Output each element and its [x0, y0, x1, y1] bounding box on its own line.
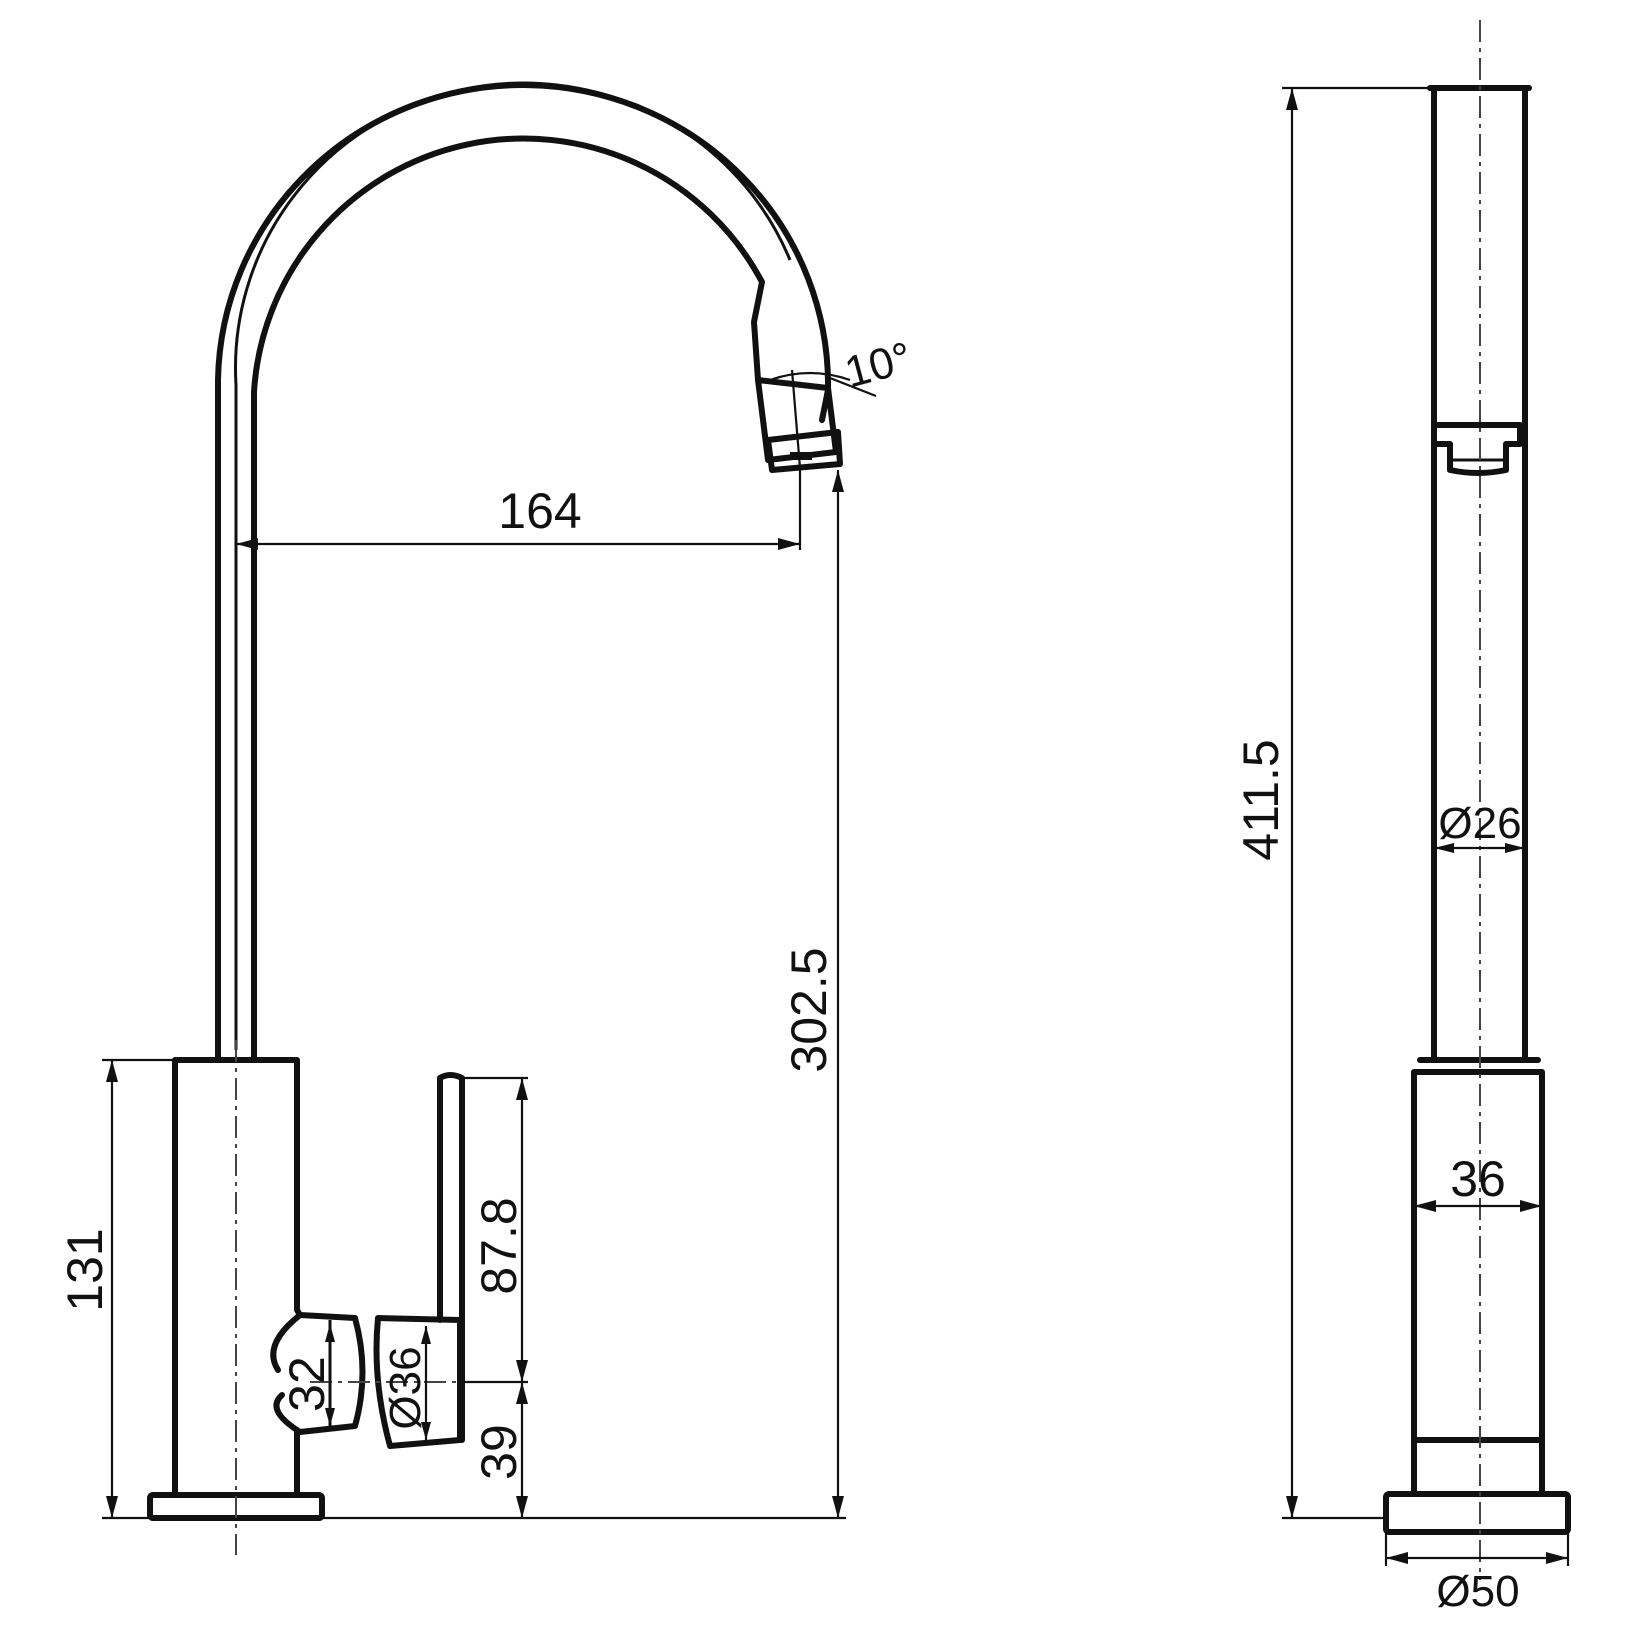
front-aerator: [1431, 422, 1523, 476]
dim-4115-arrow-top: [1286, 88, 1298, 110]
aerator-tip: [765, 429, 843, 473]
dim-32-label: 32: [279, 1356, 335, 1412]
dim-50-arrow-left: [1386, 1552, 1408, 1564]
dim-131-label: 131: [57, 1228, 113, 1311]
spout-inner-outline: [251, 135, 765, 1063]
dim-878-arrow-top: [516, 1078, 528, 1100]
spout-outer-outline: [215, 82, 832, 1063]
dim-164-arrow-left: [236, 538, 258, 550]
lever-collar: [373, 1315, 463, 1449]
dim-50-arrow-right: [1546, 1552, 1568, 1564]
dim-36-arrow-left: [1414, 1200, 1436, 1212]
body-block: [172, 1057, 303, 1498]
lever-hub-arc: [270, 1312, 303, 1435]
dim-lever-dia-label: Ø36: [381, 1346, 430, 1429]
dim-164-label: 164: [498, 483, 581, 539]
dim-878-label: 87.8: [471, 1197, 527, 1294]
dim-302-label: 302.5: [781, 947, 837, 1072]
dim-32-arrow-bottom: [325, 1408, 335, 1426]
lever-handle: [437, 1072, 465, 1443]
dim-164-arrow-right: [778, 538, 800, 550]
dim-878-arrow-bottom: [516, 1360, 528, 1382]
dim-36-label: 36: [1450, 1151, 1506, 1207]
front-base: [1383, 1491, 1571, 1535]
dim-lever-dia-arrow-bottom: [421, 1422, 431, 1440]
dim-36-arrow-right: [1520, 1200, 1542, 1212]
dim-4115-label: 411.5: [1233, 739, 1289, 860]
front-body: [1411, 1069, 1545, 1497]
lever-hub: [297, 1312, 366, 1435]
dim-39-label: 39: [471, 1424, 527, 1480]
dim-angle-arc: [769, 371, 851, 382]
dim-131-arrow-bottom: [106, 1496, 118, 1518]
dim-26-arrow-right: [1505, 843, 1525, 853]
dim-angle-leader: [829, 376, 877, 398]
aerator-outlet: [790, 452, 812, 460]
dim-302-arrow-bottom: [832, 1496, 844, 1518]
aerator-housing: [755, 377, 839, 463]
spout-highlight: [234, 81, 792, 1050]
dim-302-arrow-top: [832, 470, 844, 492]
dim-50-label: Ø50: [1436, 1567, 1519, 1616]
front-view: 411.5 Ø26 36 Ø50: [1233, 20, 1571, 1616]
dim-26-label: Ø26: [1438, 799, 1521, 848]
aerator-axis: [790, 369, 802, 469]
dim-lever-dia-arrow-top: [421, 1326, 431, 1344]
dim-131-arrow-top: [106, 1060, 118, 1082]
dim-26-arrow-left: [1434, 843, 1454, 853]
dim-32-arrow-top: [325, 1324, 335, 1342]
side-view: 164 10° 302.5 131 87.8 39 32: [57, 81, 917, 1555]
dim-angle-label: 10°: [840, 333, 917, 398]
dim-4115-arrow-bottom: [1286, 1496, 1298, 1518]
dim-39-arrow-top: [516, 1382, 528, 1404]
dim-39-arrow-bottom: [516, 1496, 528, 1518]
